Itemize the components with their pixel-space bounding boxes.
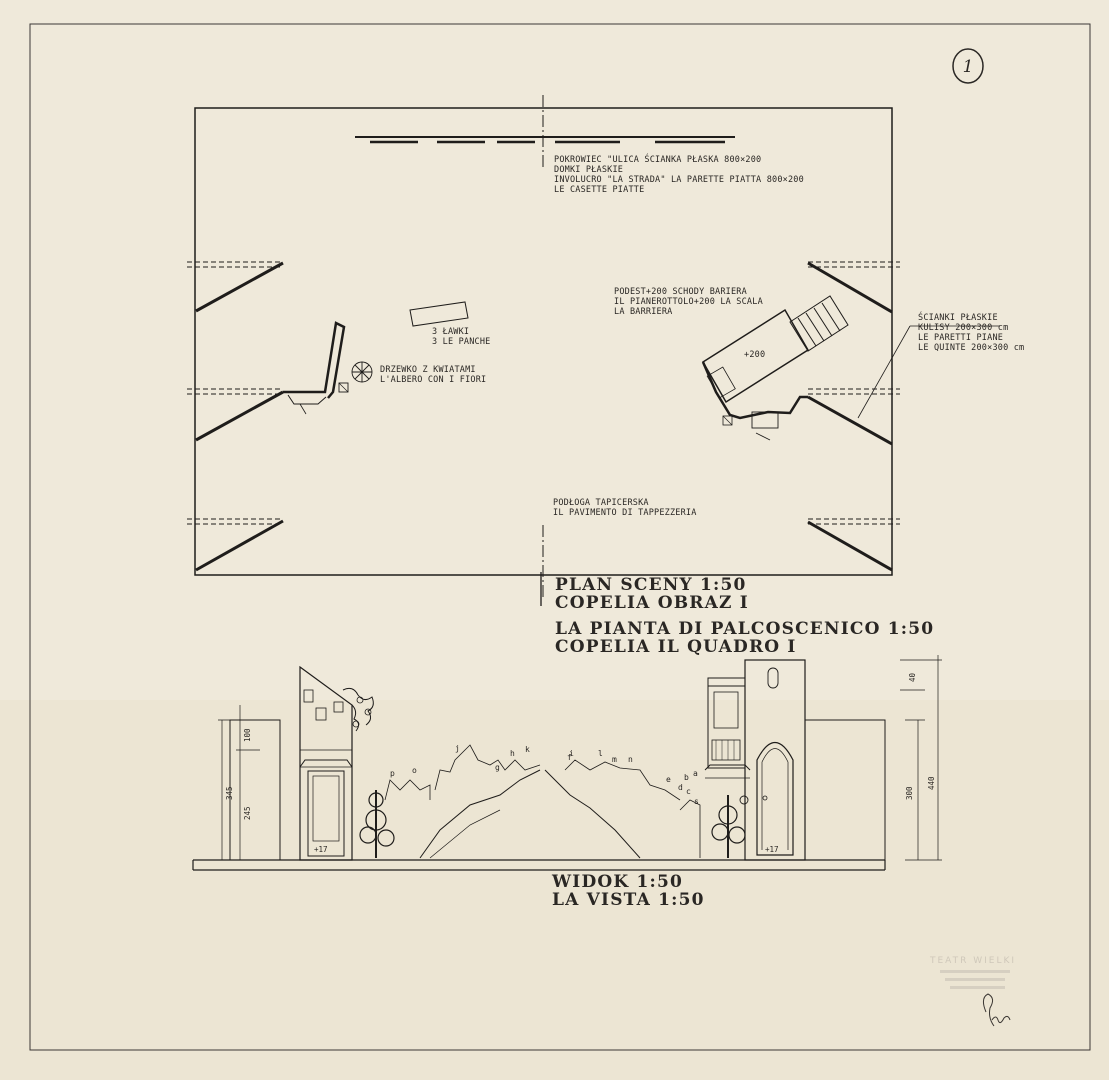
svg-text:LE CASETTE PIATTE: LE CASETTE PIATTE [554,185,644,195]
door-level-right: +17 [765,845,779,854]
podest-note: PODEST+200 SCHODY BARIERA IL PIANEROTTOL… [614,287,763,317]
svg-text:LA PIANTA DI PALCOSCENICO 1:50: LA PIANTA DI PALCOSCENICO 1:50 [555,619,934,639]
svg-text:s: s [694,797,699,806]
svg-text:o: o [412,766,417,775]
svg-text:DOMKI PŁASKIE: DOMKI PŁASKIE [554,165,623,175]
svg-text:g: g [495,763,500,772]
platform-height-label: +200 [744,350,765,360]
svg-text:KULISY 200×300 cm: KULISY 200×300 cm [918,323,1008,333]
sheet-border [29,23,1091,1051]
svg-text:DRZEWKO Z KWIATAMI: DRZEWKO Z KWIATAMI [380,365,476,375]
svg-text:l: l [598,749,603,758]
svg-text:c: c [686,787,691,796]
svg-text:PODŁOGA TAPICERSKA: PODŁOGA TAPICERSKA [553,498,649,508]
svg-text:LE QUINTE 200×300 cm: LE QUINTE 200×300 cm [918,343,1024,353]
svg-text:COPELIA IL QUADRO I: COPELIA IL QUADRO I [555,637,797,657]
plan-title: PLAN SCENY 1:50 COPELIA OBRAZ I LA PIANT… [540,572,934,657]
backcloth-note: POKROWIEC "ULICA ŚCIANKA PŁASKA 800×200 … [554,153,804,195]
svg-text:LA VISTA 1:50: LA VISTA 1:50 [552,890,705,910]
house-letters: a b c d e f g h i j k l m n o p s [390,744,699,806]
floor-note: PODŁOGA TAPICERSKA IL PAVIMENTO DI TAPPE… [553,498,697,518]
signature [982,993,1011,1027]
svg-text:n: n [628,755,633,764]
svg-text:e: e [666,775,671,784]
sheet-number: 1 [952,48,984,84]
dim-40: 40 [908,672,917,682]
svg-text:LE PARETTI PIANE: LE PARETTI PIANE [918,333,1003,343]
svg-text:TEATR WIELKI: TEATR WIELKI [929,956,1016,966]
wings-note: ŚCIANKI PŁASKIE KULISY 200×300 cm LE PAR… [918,311,1024,353]
svg-text:k: k [525,745,530,754]
stage-elevation [192,655,942,871]
svg-text:3 ŁAWKI: 3 ŁAWKI [432,327,469,337]
svg-text:f: f [567,753,572,762]
dim-245: 245 [243,806,252,820]
archive-stamp: TEATR WIELKI [929,956,1016,989]
svg-text:ŚCIANKI PŁASKIE: ŚCIANKI PŁASKIE [918,311,998,323]
svg-text:j: j [455,744,460,753]
svg-text:3 LE PANCHE: 3 LE PANCHE [432,337,491,347]
svg-text:a: a [693,769,698,778]
svg-text:p: p [390,769,395,778]
tree-plan-icon [351,361,373,383]
dim-100: 100 [243,728,252,742]
svg-text:PLAN SCENY 1:50: PLAN SCENY 1:50 [555,575,747,595]
svg-text:IL PAVIMENTO DI TAPPEZZERIA: IL PAVIMENTO DI TAPPEZZERIA [553,508,697,518]
svg-text:IL PIANEROTTOLO+200 LA SCALA: IL PIANEROTTOLO+200 LA SCALA [614,297,763,307]
svg-text:h: h [510,749,515,758]
dim-440: 440 [927,776,936,790]
svg-text:POKROWIEC "ULICA ŚCIANKA PŁASK: POKROWIEC "ULICA ŚCIANKA PŁASKA 800×200 [554,153,761,165]
svg-text:LA BARRIERA: LA BARRIERA [614,307,673,317]
door-level-left: +17 [314,845,328,854]
svg-text:b: b [684,773,689,782]
dim-300: 300 [905,786,914,800]
svg-text:COPELIA OBRAZ I: COPELIA OBRAZ I [555,593,749,613]
svg-text:PODEST+200 SCHODY BARIERA: PODEST+200 SCHODY BARIERA [614,287,747,297]
tree-note: DRZEWKO Z KWIATAMI L'ALBERO CON I FIORI [380,365,486,385]
stage-plan [187,95,1000,600]
dim-345: 345 [225,786,234,800]
svg-text:INVOLUCRO "LA STRADA" LA PARET: INVOLUCRO "LA STRADA" LA PARETTE PIATTA … [554,175,804,185]
svg-text:WIDOK 1:50: WIDOK 1:50 [551,872,683,892]
svg-text:1: 1 [963,57,974,77]
benches-note: 3 ŁAWKI 3 LE PANCHE [432,327,491,347]
svg-text:m: m [612,755,617,764]
view-title: WIDOK 1:50 LA VISTA 1:50 [551,872,705,910]
svg-text:L'ALBERO CON I FIORI: L'ALBERO CON I FIORI [380,375,486,385]
svg-text:i: i [569,749,574,758]
svg-text:d: d [678,783,683,792]
